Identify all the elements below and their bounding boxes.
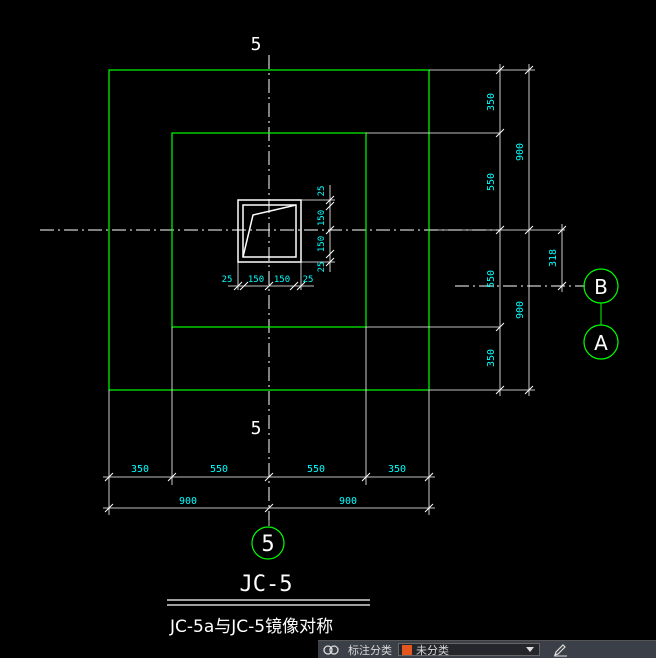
- axis-bubble-a: [583, 324, 619, 360]
- right-dim-3: 550: [486, 270, 497, 288]
- col-vdim-4: 25: [317, 262, 327, 273]
- col-vdim-2: 150: [317, 210, 327, 226]
- right-total-1: 900: [515, 143, 526, 161]
- section-labels: 5 5: [251, 34, 262, 439]
- section-label-mid: 5: [251, 418, 262, 439]
- col-hdim-1: 25: [222, 275, 233, 285]
- column-break-line: [242, 204, 297, 258]
- bottom-dim-1: 350: [131, 464, 149, 475]
- dimension-ticks: [104, 65, 567, 513]
- bottom-total-2: 900: [339, 496, 357, 507]
- centerlines: [40, 55, 585, 520]
- bottom-dim-3: 550: [307, 464, 325, 475]
- inner-step-outline: [171, 132, 367, 328]
- dimension-text: 350 550 550 350 900 900 318 350 550 550 …: [131, 93, 559, 507]
- column-inner: [242, 204, 297, 258]
- column-outer: [237, 199, 302, 263]
- right-dim-1: 350: [486, 93, 497, 111]
- category-label: 标注分类: [348, 643, 392, 657]
- right-dim-4: 350: [486, 349, 497, 367]
- edit-icon[interactable]: [548, 641, 574, 658]
- bottom-total-1: 900: [179, 496, 197, 507]
- axis-bubble-a-label: A: [594, 331, 608, 355]
- col-hdim-3: 150: [274, 275, 290, 285]
- drawing-note: JC-5a与JC-5镜像对称: [169, 617, 333, 637]
- extension-lines: [108, 69, 565, 515]
- right-total-2: 900: [515, 301, 526, 319]
- axis-bubble-5-label: 5: [261, 532, 274, 557]
- section-label-top: 5: [251, 34, 262, 55]
- column: [237, 199, 302, 263]
- right-offset: 318: [548, 249, 559, 267]
- right-dim-2: 550: [486, 173, 497, 191]
- col-vdim-1: 25: [317, 186, 327, 197]
- bottom-dim-4: 350: [388, 464, 406, 475]
- col-vdim-3: 150: [317, 236, 327, 252]
- category-select-value: 未分类: [416, 643, 449, 657]
- drawing-title: JC-5: [240, 572, 293, 597]
- bottom-dim-2: 550: [210, 464, 228, 475]
- title-block: JC-5 JC-5a与JC-5镜像对称: [167, 572, 370, 637]
- layers-icon[interactable]: [318, 641, 344, 658]
- annotation-category-bar: 标注分类 未分类: [318, 640, 656, 658]
- category-color-swatch: [402, 644, 412, 655]
- axis-bubble-5: [251, 526, 285, 560]
- col-hdim-2: 150: [248, 275, 264, 285]
- axis-bubbles: 5 B A: [251, 268, 619, 560]
- chevron-down-icon[interactable]: [526, 647, 534, 652]
- axis-bubble-b-label: B: [594, 275, 608, 299]
- col-hdim-4: 25: [303, 275, 314, 285]
- category-select[interactable]: 未分类: [398, 643, 540, 657]
